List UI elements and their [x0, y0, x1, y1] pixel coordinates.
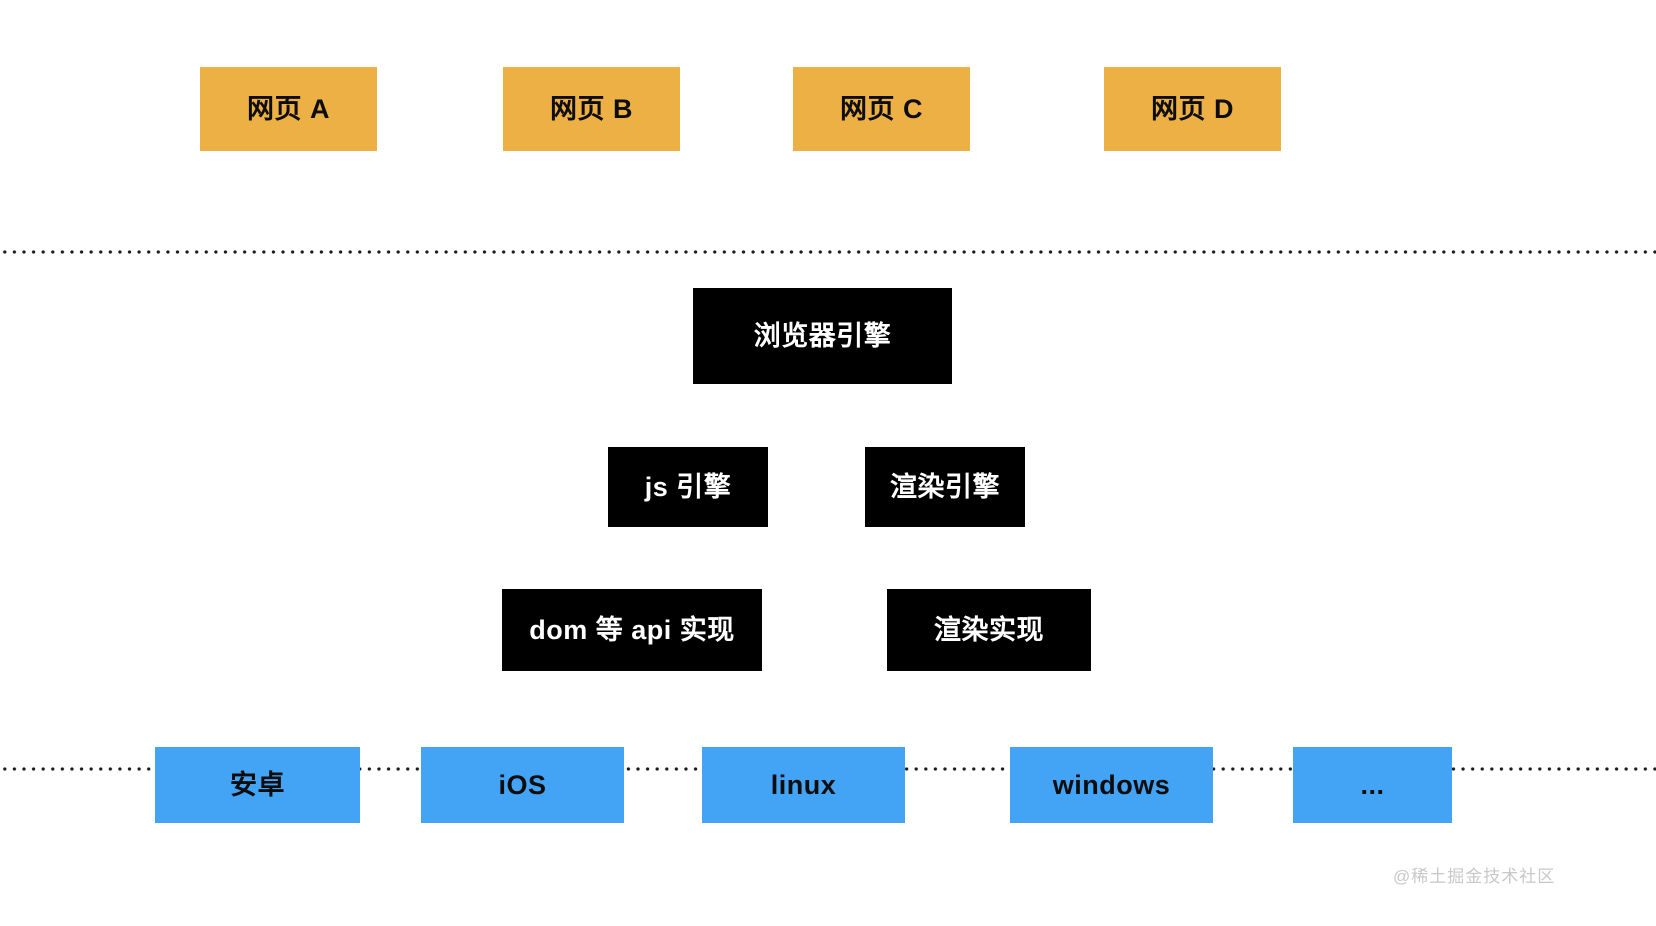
divider-pages-browser: [0, 250, 1656, 254]
js-engine-box[interactable]: js 引擎: [608, 447, 768, 527]
browser-engine-box[interactable]: 浏览器引擎: [693, 288, 952, 384]
web-page-box-b[interactable]: 网页 B: [503, 67, 680, 151]
web-page-box-c[interactable]: 网页 C: [793, 67, 970, 151]
os-box-android[interactable]: 安卓: [155, 747, 360, 823]
dom-api-implementation-box[interactable]: dom 等 api 实现: [502, 589, 762, 671]
os-box-linux[interactable]: linux: [702, 747, 905, 823]
render-implementation-box[interactable]: 渲染实现: [887, 589, 1091, 671]
os-box-ios[interactable]: iOS: [421, 747, 624, 823]
web-page-box-a[interactable]: 网页 A: [200, 67, 377, 151]
os-box-windows[interactable]: windows: [1010, 747, 1213, 823]
watermark-label: @稀土掘金技术社区: [1393, 867, 1556, 886]
render-engine-box[interactable]: 渲染引擎: [865, 447, 1025, 527]
web-page-box-d[interactable]: 网页 D: [1104, 67, 1281, 151]
os-box-more[interactable]: ...: [1293, 747, 1452, 823]
